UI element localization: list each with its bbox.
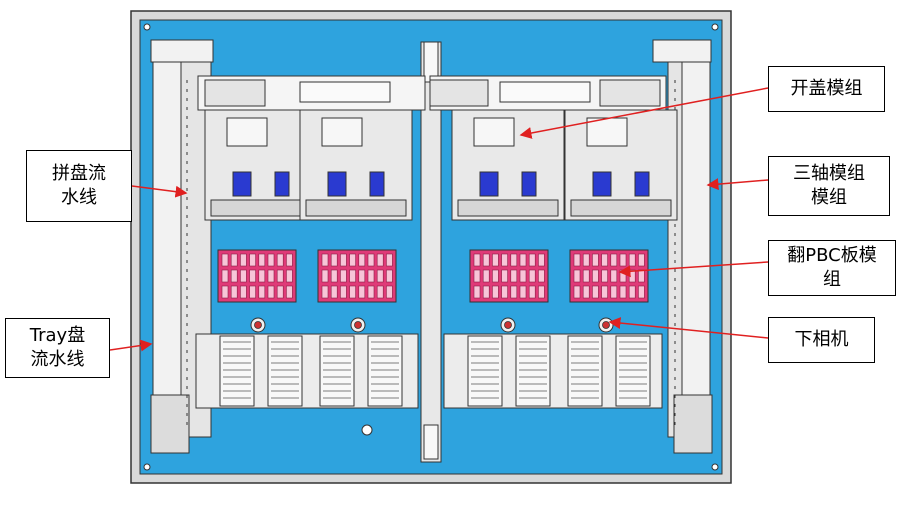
upper-module-4 xyxy=(564,109,678,221)
bottom-unit-4 xyxy=(367,335,403,407)
label-xiaxiangji: 下相机 xyxy=(768,317,875,363)
callout-arrows xyxy=(109,87,769,352)
upper-module-3 xyxy=(451,109,565,221)
pcb-flip-trays xyxy=(217,249,649,303)
center-column xyxy=(420,41,442,463)
upper-module-2 xyxy=(299,109,413,221)
bottom-camera-3 xyxy=(500,317,516,333)
pcb-tray-3 xyxy=(469,249,549,303)
bottom-unit-1 xyxy=(219,335,255,407)
arrow-pinpan xyxy=(131,185,188,198)
pcb-tray-2 xyxy=(317,249,397,303)
bottom-camera-2 xyxy=(350,317,366,333)
arrow-xiaxiangji xyxy=(608,317,769,339)
bottom-camera-1 xyxy=(250,317,266,333)
arrow-tray xyxy=(109,339,153,352)
label-tray: Tray盘 流水线 xyxy=(5,318,110,378)
label-sanzhou: 三轴模组 模组 xyxy=(768,156,890,216)
label-fanpbc: 翻PBC板模 组 xyxy=(768,240,896,296)
bottom-camera-4 xyxy=(598,317,614,333)
label-pinpan: 拼盘流 水线 xyxy=(26,150,132,222)
pcb-tray-1 xyxy=(217,249,297,303)
gantry-beam xyxy=(197,75,667,111)
bottom-conveyors xyxy=(195,333,663,409)
pcb-tray-4 xyxy=(569,249,649,303)
arrow-sanzhou xyxy=(706,178,769,191)
arrow-fanpbc xyxy=(618,261,769,278)
bottom-unit-7 xyxy=(567,335,603,407)
bottom-unit-3 xyxy=(319,335,355,407)
arrow-kaigai xyxy=(519,87,769,139)
bottom-unit-5 xyxy=(467,335,503,407)
bottom-unit-6 xyxy=(515,335,551,407)
label-kaigai: 开盖模组 xyxy=(768,66,885,112)
fan-symbol xyxy=(361,424,373,436)
bottom-unit-8 xyxy=(615,335,651,407)
upper-modules xyxy=(204,109,678,221)
corner-screws xyxy=(143,23,719,471)
upper-module-1 xyxy=(204,109,318,221)
bottom-unit-2 xyxy=(267,335,303,407)
